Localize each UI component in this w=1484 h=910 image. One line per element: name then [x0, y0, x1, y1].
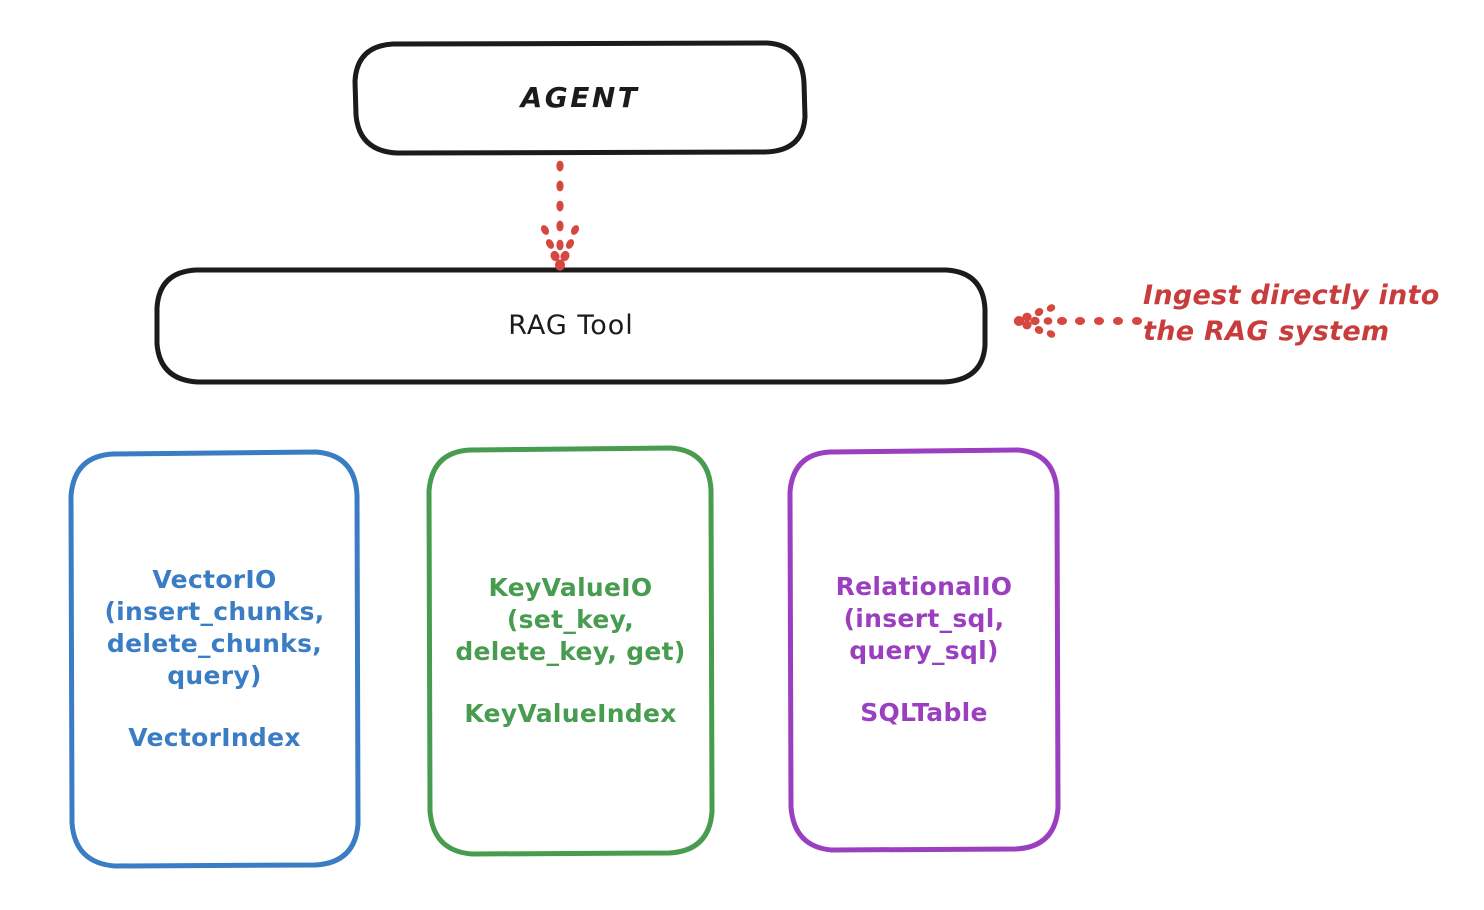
- node-key-value-io-index-label: KeyValueIndex: [464, 699, 677, 728]
- connector-ingest-to-rag-tool: [1013, 304, 1142, 338]
- node-agent-label: AGENT: [520, 80, 640, 114]
- node-relational-io[interactable]: RelationalIO (insert_sql, query_sql) SQL…: [787, 447, 1061, 853]
- node-vector-io[interactable]: VectorIO (insert_chunks, delete_chunks, …: [68, 449, 361, 869]
- connector-agent-to-rag-tool: [540, 160, 580, 271]
- node-rag-tool[interactable]: RAG Tool: [154, 267, 988, 385]
- node-agent[interactable]: AGENT: [352, 40, 808, 156]
- node-key-value-io[interactable]: KeyValueIO (set_key, delete_key, get) Ke…: [426, 445, 715, 857]
- node-relational-io-index-label: SQLTable: [860, 698, 988, 727]
- node-rag-tool-label: RAG Tool: [508, 309, 634, 341]
- annotation-ingest-directly: Ingest directly into the RAG system: [1143, 280, 1440, 348]
- node-key-value-io-api-label: KeyValueIO (set_key, delete_key, get): [455, 573, 686, 666]
- node-vector-io-api-label: VectorIO (insert_chunks, delete_chunks, …: [104, 565, 325, 690]
- node-vector-io-index-label: VectorIndex: [128, 723, 301, 752]
- node-relational-io-api-label: RelationalIO (insert_sql, query_sql): [835, 572, 1013, 665]
